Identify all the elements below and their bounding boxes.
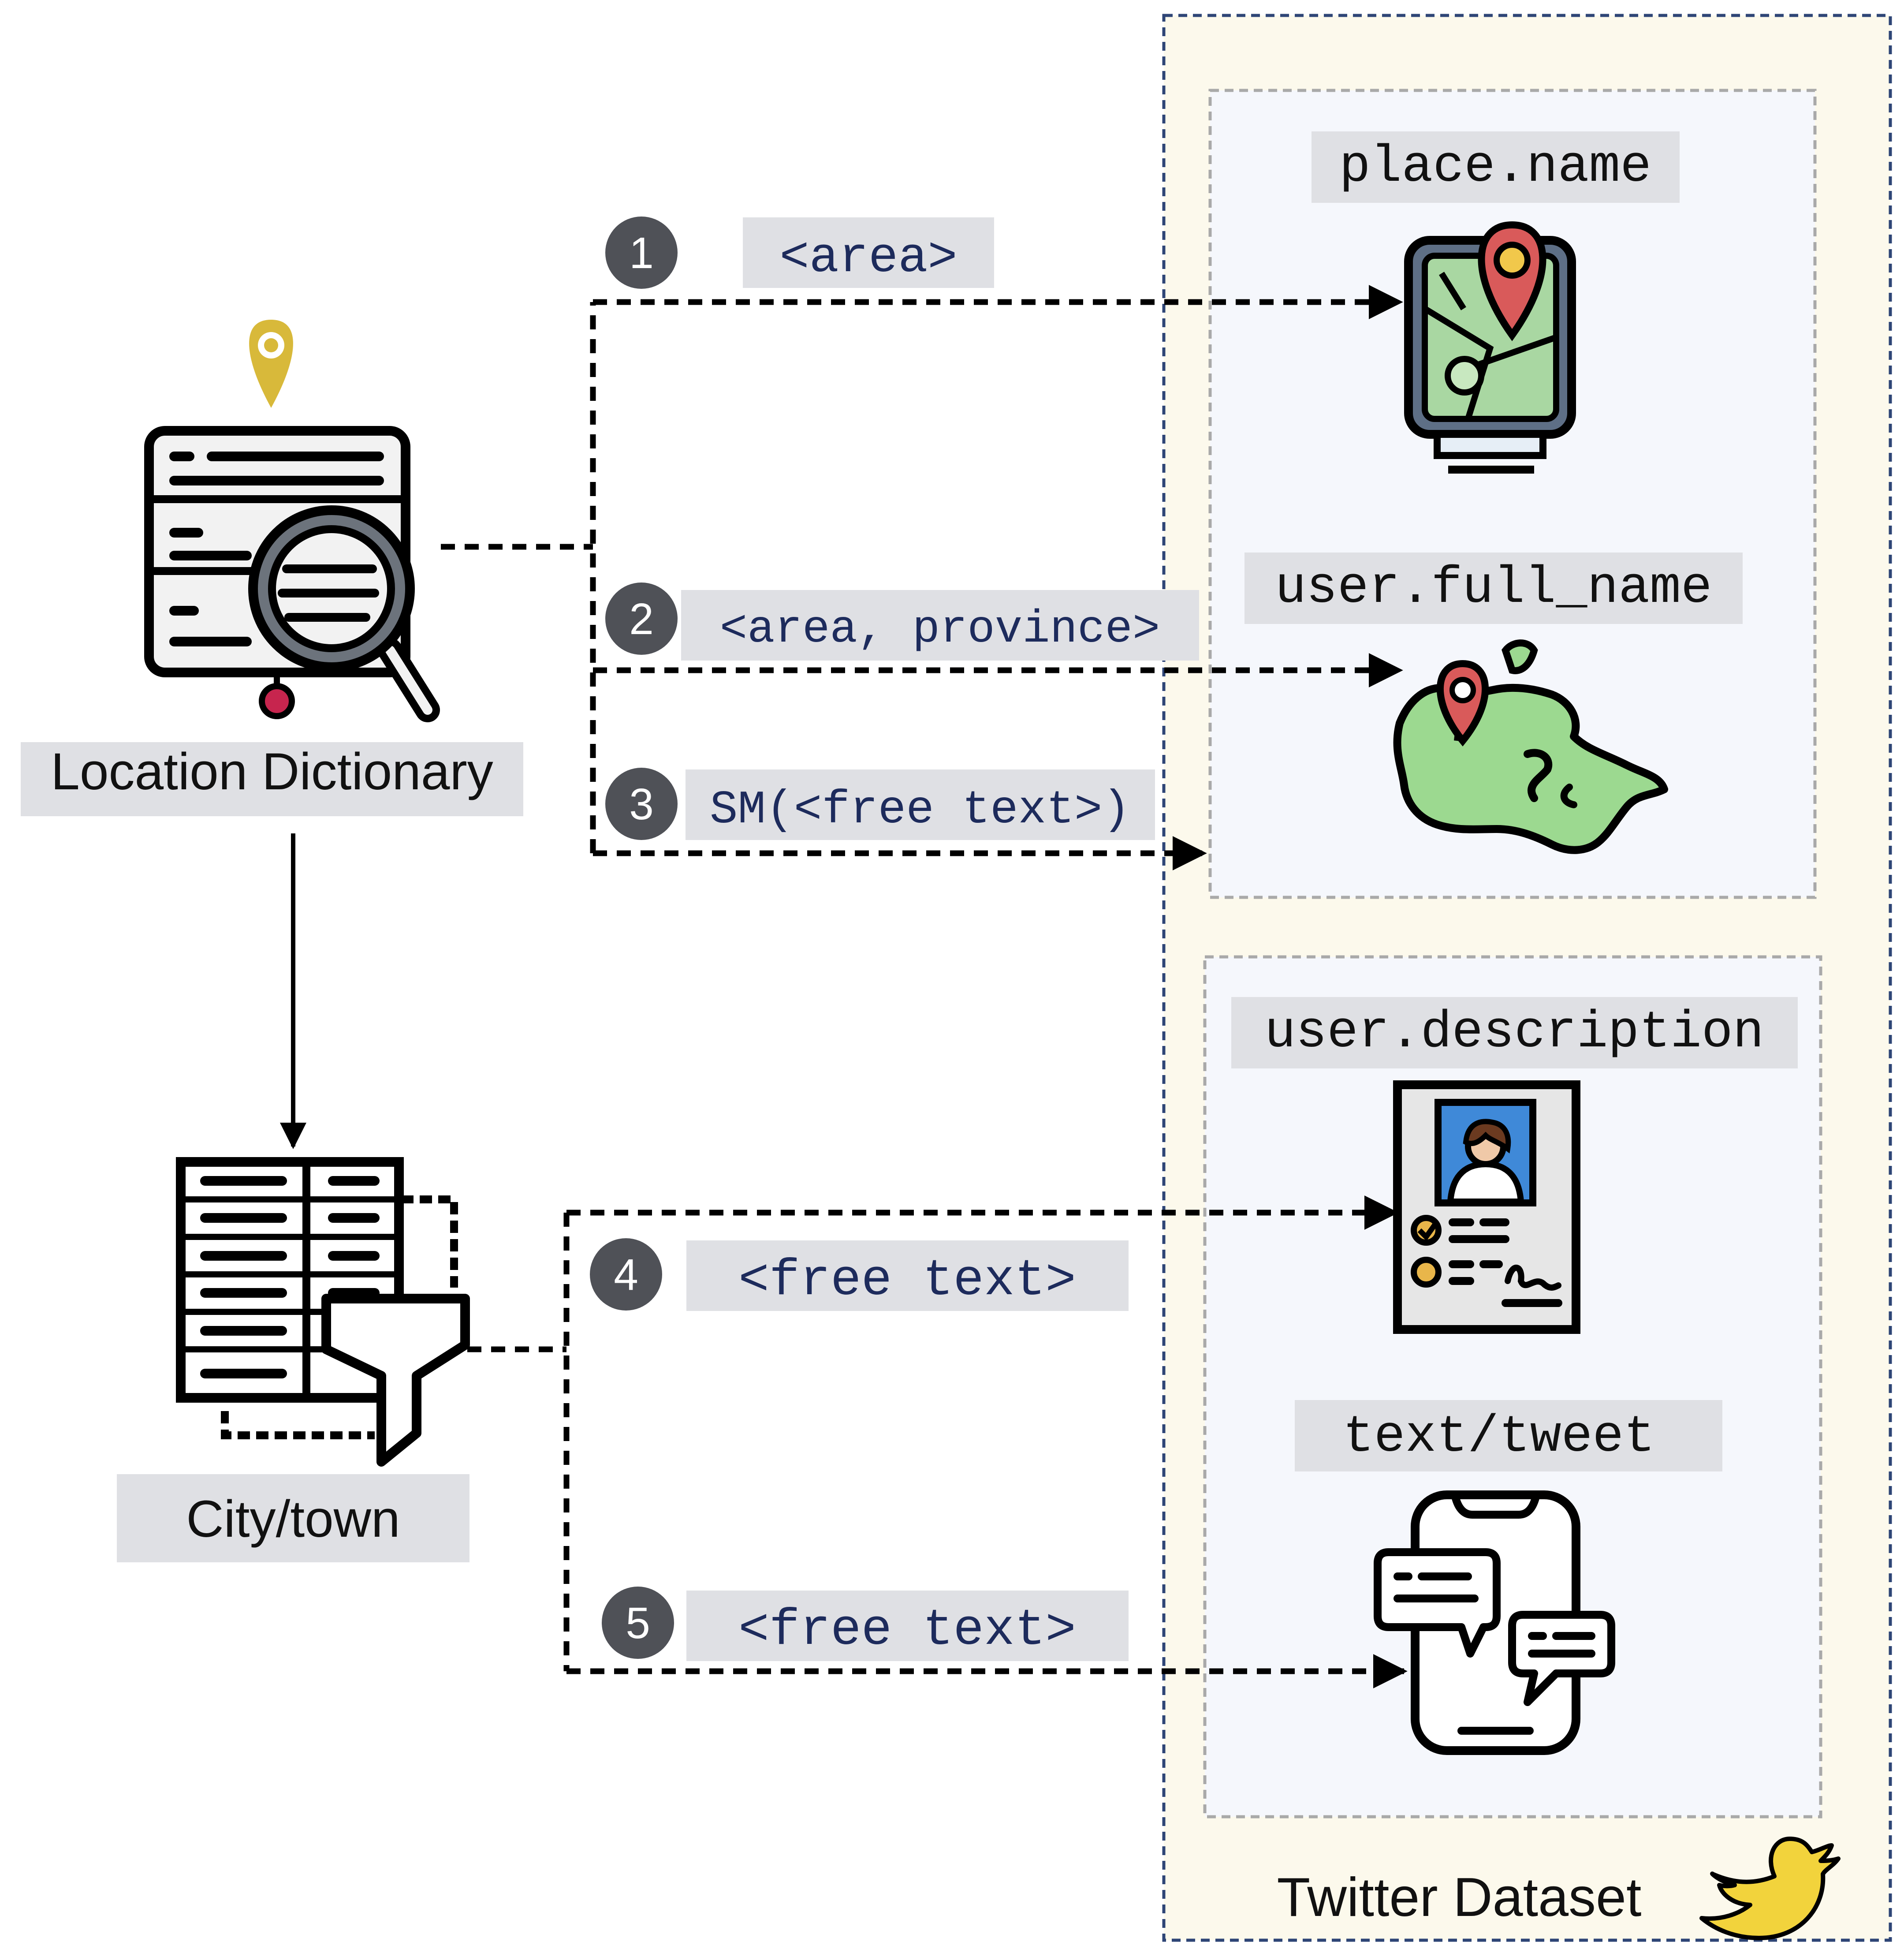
location-pin-icon [249,320,293,408]
step-5-label: <free text> [686,1591,1129,1661]
step-3-badge: 3 [605,768,678,840]
field-user-description-label: user.description [1265,1004,1764,1062]
step-3-label: SM(<free text>) [686,769,1155,840]
location-dictionary-label: Location Dictionary [51,743,493,801]
field-user-description: user.description [1231,997,1798,1068]
step-1-badge: 1 [605,217,678,289]
step-5-text: <free text> [738,1601,1076,1659]
location-dictionary-label-box: Location Dictionary [21,742,523,816]
step-1-number: 1 [629,228,654,278]
city-town-label-box: City/town [117,1474,469,1562]
upper-connectors [441,285,1403,870]
step-1-label: <area> [743,217,994,288]
step-4-text: <free text> [738,1251,1076,1310]
step-4-badge: 4 [590,1238,662,1311]
step-3-number: 3 [629,780,654,829]
step-2-number: 2 [629,594,654,644]
dictionary-search-icon [144,426,440,722]
city-town-label: City/town [186,1490,400,1548]
table-filter-icon [176,1157,470,1467]
location-dictionary-icon [144,320,440,722]
step-2-badge: 2 [605,583,678,655]
map-pin-device-icon [1404,221,1576,474]
phone-chat-icon [1374,1490,1615,1755]
step-2-text: <area, province> [720,604,1160,656]
field-text-tweet: text/tweet [1295,1400,1722,1471]
step-3-text: SM(<free text>) [710,784,1130,836]
step-4-number: 4 [614,1250,638,1300]
field-user-full-name: user.full_name [1244,553,1743,624]
profile-card-icon [1393,1080,1580,1334]
field-user-full-name-label: user.full_name [1275,559,1712,618]
step-5-badge: 5 [602,1587,674,1659]
twitter-dataset-title-group: Twitter Dataset [1277,1837,1841,1940]
step-2-label: <area, province> [681,590,1199,661]
field-place-name: place.name [1312,131,1680,203]
canada-map-pin-icon [1393,639,1668,854]
step-1-text: <area> [779,230,957,286]
step-4-label: <free text> [686,1240,1129,1311]
field-place-name-label: place.name [1339,138,1651,197]
twitter-bird-icon [1699,1837,1841,1940]
lower-connectors [467,1195,1408,1688]
step-5-number: 5 [626,1598,650,1648]
field-text-tweet-label: text/tweet [1343,1408,1655,1467]
twitter-dataset-title: Twitter Dataset [1277,1867,1642,1928]
